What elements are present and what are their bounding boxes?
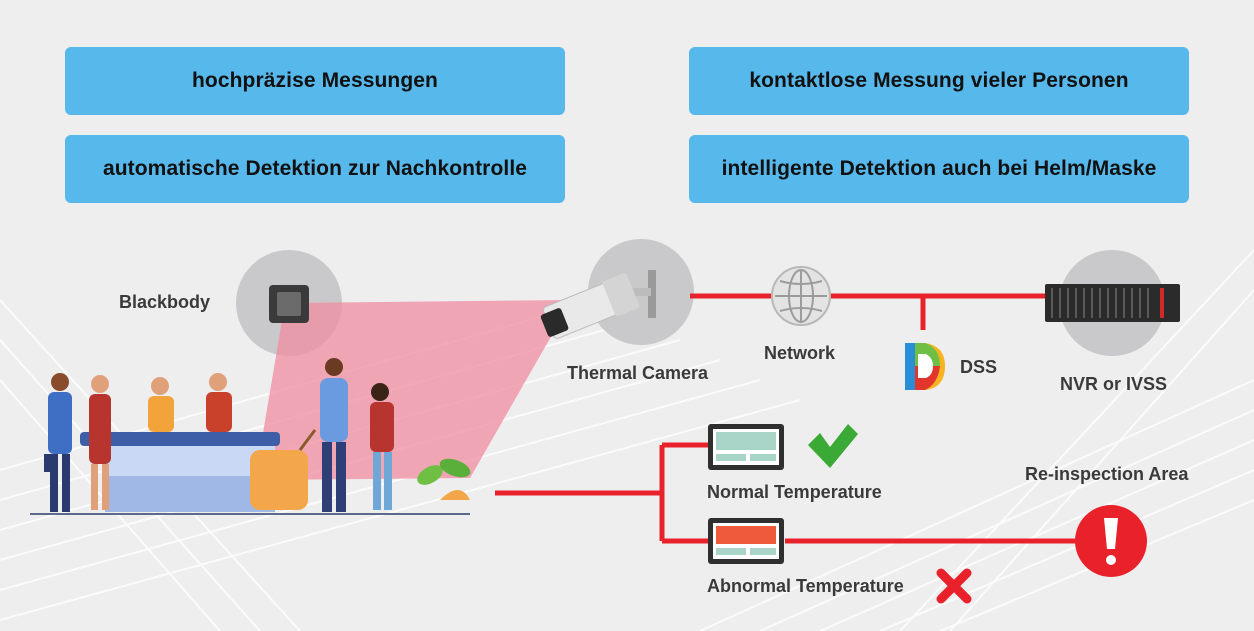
feature-text: automatische Detektion zur Nachkontrolle <box>102 157 528 180</box>
label-nvr: NVR or IVSS <box>1060 374 1168 394</box>
check-icon <box>808 424 858 468</box>
dss-logo-icon <box>905 343 945 390</box>
people-illustration <box>30 358 471 515</box>
network-lines <box>495 293 1080 544</box>
label-normal-temperature: Normal Temperature <box>707 482 882 502</box>
feature-text: intelligente Detektion auch bei Helm/Mas… <box>721 157 1157 180</box>
label-reinspection: Re-inspection Area <box>1025 464 1189 484</box>
blackbody-icon <box>269 285 309 323</box>
exclamation-icon <box>1075 505 1147 577</box>
label-blackbody: Blackbody <box>119 292 211 312</box>
globe-icon <box>771 266 831 326</box>
feature-text: kontaktlose Messung vieler Personen <box>749 69 1129 92</box>
feature-box-auto-detection: automatische Detektion zur Nachkontrolle <box>65 135 565 203</box>
label-abnormal-temperature: Abnormal Temperature <box>707 576 904 596</box>
feature-box-precise: hochpräzise Messungen <box>65 47 565 115</box>
cross-icon <box>936 568 972 604</box>
feature-text: hochpräzise Messungen <box>192 69 438 92</box>
abnormal-monitor-icon <box>708 518 784 564</box>
label-dss: DSS <box>960 357 998 377</box>
nvr-device-icon <box>1045 284 1180 322</box>
label-thermal-camera: Thermal Camera <box>567 363 709 383</box>
label-network: Network <box>764 343 836 363</box>
normal-monitor-icon <box>708 424 784 470</box>
feature-box-contactless: kontaktlose Messung vieler Personen <box>689 47 1189 115</box>
feature-box-helmet-mask: intelligente Detektion auch bei Helm/Mas… <box>689 135 1189 203</box>
thermal-camera-icon <box>540 270 656 339</box>
